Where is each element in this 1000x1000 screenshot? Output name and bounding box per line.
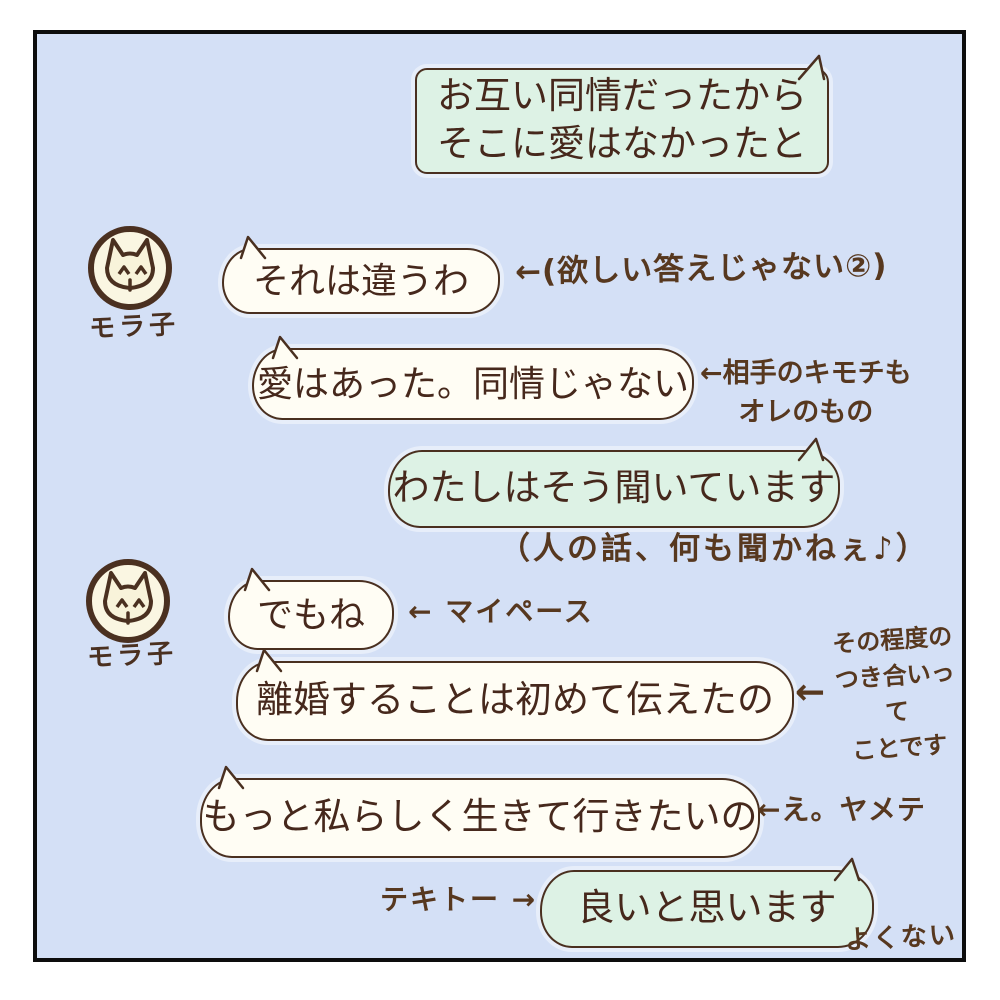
annotation-not-the-answer: ←(欲しい答えじゃない②) xyxy=(514,247,888,291)
cat-avatar-icon xyxy=(86,559,170,643)
character-name-label: モラ子 xyxy=(86,638,178,674)
bubble-tail-icon xyxy=(255,648,283,673)
annotation-eh-stop: ←え。ヤメテ xyxy=(757,793,926,826)
bubble-text: お互い同情だったから そこに愛はなかったと xyxy=(437,75,807,165)
bubble-text: でもね xyxy=(256,594,365,635)
speech-bubble-first-time-divorce: 離婚することは初めて伝えたの xyxy=(236,648,794,741)
annotation-that-kind-of-relationship: その程度の つき合いって ことです xyxy=(831,621,956,766)
annotation-arrow: ← xyxy=(795,672,826,713)
speech-bubble-thats-wrong: それは違うわ xyxy=(222,235,500,314)
annotation-tekitou: テキトー → xyxy=(380,883,538,916)
bubble-text: 愛はあった。同情じゃない xyxy=(256,363,689,404)
character-name-label: モラ子 xyxy=(88,309,180,345)
bubble-tail-icon xyxy=(239,235,267,260)
annotation-never-listens: （人の話、何も聞かねぇ♪） xyxy=(499,531,930,567)
speech-bubble-i-think-thats-good: 良いと思います xyxy=(540,857,874,948)
annotation-not-good: よくない xyxy=(844,920,958,956)
annotation-my-pace: ← マイペース xyxy=(408,595,594,628)
speech-bubble-live-like-myself: もっと私らしく生きて行きたいの xyxy=(200,765,760,858)
speech-bubble-thats-what-i-heard: わたしはそう聞いています xyxy=(388,437,840,528)
bubble-text: もっと私らしく生きて行きたいの xyxy=(202,796,758,838)
speech-bubble-there-was-love: 愛はあった。同情じゃない xyxy=(252,335,694,420)
annotation-partners-feelings: ←相手のキモチも オレのもの xyxy=(700,358,912,429)
bubble-tail-icon xyxy=(833,857,861,882)
speech-bubble-mutual-sympathy: お互い同情だったから そこに愛はなかったと xyxy=(415,54,829,174)
comic-panel: お互い同情だったから そこに愛はなかったと モラ子 それは違うわ ←(欲しい答え… xyxy=(33,30,966,962)
bubble-tail-icon xyxy=(271,335,299,360)
bubble-text: 離婚することは初めて伝えたの xyxy=(256,679,774,721)
bubble-tail-icon xyxy=(797,54,826,81)
cat-avatar-icon xyxy=(88,226,172,310)
bubble-text: 良いと思います xyxy=(577,887,837,929)
bubble-text: それは違うわ xyxy=(252,260,469,301)
bubble-tail-icon xyxy=(243,567,271,592)
bubble-tail-icon xyxy=(797,437,825,462)
speech-bubble-but-you-know: でもね xyxy=(228,567,394,650)
bubble-tail-icon xyxy=(217,765,245,790)
bubble-text: わたしはそう聞いています xyxy=(392,467,836,509)
